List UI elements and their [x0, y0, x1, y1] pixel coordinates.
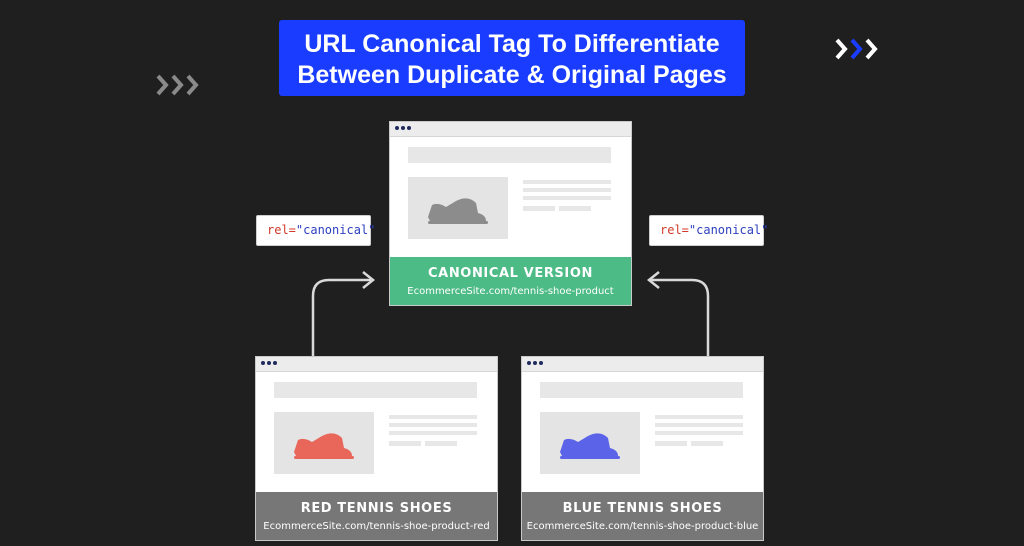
- title-line-1: URL Canonical Tag To Differentiate: [304, 30, 720, 58]
- red-url: EcommerceSite.com/tennis-shoe-product-re…: [263, 521, 490, 532]
- window-dots-icon: [395, 126, 413, 145]
- text-line: [523, 196, 611, 200]
- text-line: [389, 415, 477, 419]
- shoe-shape: [428, 198, 486, 221]
- red-footer: RED TENNIS SHOES EcommerceSite.com/tenni…: [256, 492, 497, 540]
- window-titlebar: [522, 357, 763, 372]
- title-banner: URL Canonical Tag To Differentiate Betwe…: [279, 20, 745, 96]
- text-line: [523, 188, 611, 192]
- blue-url: EcommerceSite.com/tennis-shoe-product-bl…: [526, 521, 759, 532]
- canonical-label: CANONICAL VERSION: [428, 266, 593, 281]
- shoe-shape: [560, 433, 618, 456]
- text-button: [425, 441, 457, 446]
- window-dots-icon: [261, 361, 279, 380]
- shoe-icon: [560, 433, 620, 459]
- canonical-url: EcommerceSite.com/tennis-shoe-product: [407, 286, 614, 297]
- header-placeholder: [540, 382, 743, 398]
- text-button: [655, 441, 687, 446]
- rel-canonical-tag-left: rel="canonical": [256, 215, 375, 246]
- title-line-2: Between Duplicate & Original Pages: [297, 61, 727, 89]
- shoe-shape: [294, 433, 352, 456]
- blue-duplicate-page-window: BLUE TENNIS SHOES EcommerceSite.com/tenn…: [521, 356, 764, 541]
- window-dots-icon: [527, 361, 545, 380]
- rel-canonical-tag-right: rel="canonical": [649, 215, 768, 246]
- text-button: [691, 441, 723, 446]
- text-line: [655, 431, 743, 435]
- product-image: [408, 177, 508, 239]
- canonical-footer: CANONICAL VERSION EcommerceSite.com/tenn…: [390, 257, 631, 305]
- window-titlebar: [390, 122, 631, 137]
- text-button: [559, 206, 591, 211]
- product-image: [540, 412, 640, 474]
- chevrons-right-icon-left: [156, 74, 199, 96]
- blue-label: BLUE TENNIS SHOES: [562, 501, 723, 516]
- text-line: [655, 423, 743, 427]
- header-placeholder: [274, 382, 477, 398]
- red-duplicate-page-window: RED TENNIS SHOES EcommerceSite.com/tenni…: [255, 356, 498, 541]
- shoe-sole: [560, 456, 620, 459]
- shoe-icon: [294, 433, 354, 459]
- header-placeholder: [408, 147, 611, 163]
- blue-footer: BLUE TENNIS SHOES EcommerceSite.com/tenn…: [522, 492, 763, 540]
- text-line: [523, 180, 611, 184]
- text-line: [389, 431, 477, 435]
- shoe-sole: [428, 221, 488, 224]
- text-button: [389, 441, 421, 446]
- product-image: [274, 412, 374, 474]
- shoe-sole: [294, 456, 354, 459]
- chevrons-right-icon-right: [835, 38, 878, 60]
- shoe-icon: [428, 198, 488, 224]
- window-titlebar: [256, 357, 497, 372]
- text-button: [523, 206, 555, 211]
- text-line: [389, 423, 477, 427]
- text-line: [655, 415, 743, 419]
- red-label: RED TENNIS SHOES: [300, 501, 453, 516]
- canonical-page-window: CANONICAL VERSION EcommerceSite.com/tenn…: [389, 121, 632, 306]
